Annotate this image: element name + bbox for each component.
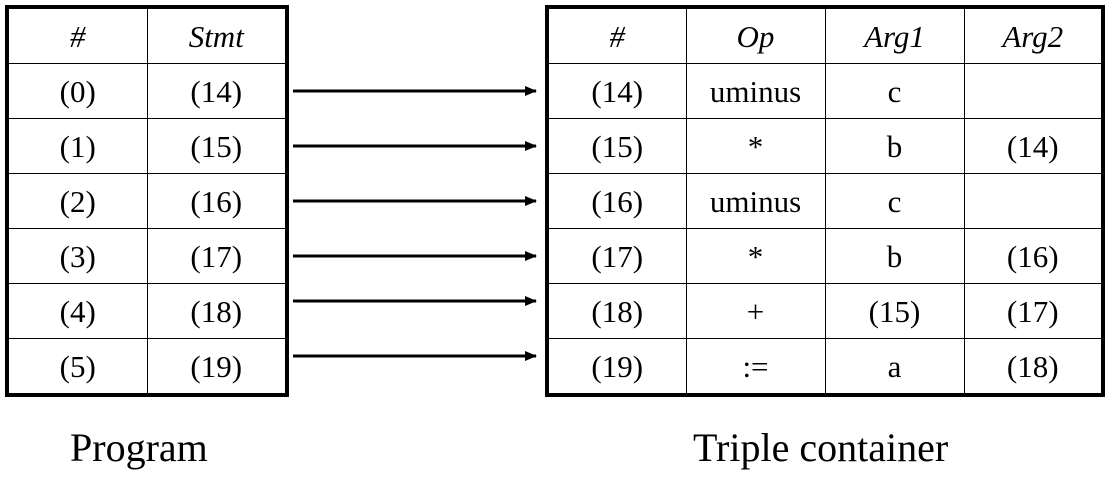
triple-cell-arg2: (16) [963, 228, 1104, 284]
program-cell-stmt: (18) [146, 283, 288, 339]
triple-cell-arg2: (14) [963, 118, 1104, 174]
program-row: (4) (18) [6, 283, 288, 339]
triple-row: (15) * b (14) [546, 118, 1104, 174]
triple-cell-index: (17) [546, 228, 687, 284]
program-cell-stmt: (14) [146, 63, 288, 119]
triple-header-arg2: Arg2 [963, 6, 1104, 64]
triple-header-arg1: Arg1 [824, 6, 965, 64]
triple-row: (17) * b (16) [546, 228, 1104, 284]
program-cell-stmt: (17) [146, 228, 288, 284]
program-header-index: # [6, 6, 148, 64]
triple-cell-arg1: c [824, 63, 965, 119]
program-table: # Stmt (0) (14) (1) (15) (2) (16) (3) (1… [5, 5, 289, 397]
triple-cell-arg2: (17) [963, 283, 1104, 339]
program-cell-index: (4) [6, 283, 148, 339]
triple-cell-op: * [685, 228, 826, 284]
triple-cell-op: * [685, 118, 826, 174]
triple-cell-arg2 [963, 173, 1104, 229]
triple-cell-arg1: b [824, 228, 965, 284]
program-header-row: # Stmt [6, 6, 288, 64]
program-row: (5) (19) [6, 338, 288, 396]
triple-cell-op: + [685, 283, 826, 339]
triple-cell-arg1: b [824, 118, 965, 174]
triple-cell-arg1: a [824, 338, 965, 396]
triple-cell-index: (16) [546, 173, 687, 229]
pointer-arrows [293, 86, 537, 361]
program-cell-index: (2) [6, 173, 148, 229]
triple-table: # Op Arg1 Arg2 (14) uminus c (15) * b (1… [545, 5, 1105, 397]
triple-header-index: # [546, 6, 687, 64]
triple-cell-arg1: c [824, 173, 965, 229]
triple-cell-arg1: (15) [824, 283, 965, 339]
program-cell-index: (5) [6, 338, 148, 396]
triple-header-row: # Op Arg1 Arg2 [546, 6, 1104, 64]
triple-row: (14) uminus c [546, 63, 1104, 119]
triple-header-op: Op [685, 6, 826, 64]
program-cell-index: (0) [6, 63, 148, 119]
triple-cell-index: (18) [546, 283, 687, 339]
triple-cell-op: := [685, 338, 826, 396]
program-row: (2) (16) [6, 173, 288, 229]
program-cell-index: (3) [6, 228, 148, 284]
program-row: (0) (14) [6, 63, 288, 119]
triple-cell-arg2: (18) [963, 338, 1104, 396]
triple-cell-arg2 [963, 63, 1104, 119]
program-cell-stmt: (19) [146, 338, 288, 396]
program-cell-stmt: (16) [146, 173, 288, 229]
triple-cell-index: (19) [546, 338, 687, 396]
triple-cell-index: (14) [546, 63, 687, 119]
program-row: (3) (17) [6, 228, 288, 284]
program-caption: Program [70, 425, 208, 470]
triple-row: (19) := a (18) [546, 338, 1104, 396]
triple-container-caption: Triple container [693, 425, 949, 470]
program-cell-stmt: (15) [146, 118, 288, 174]
triple-row: (18) + (15) (17) [546, 283, 1104, 339]
triple-row: (16) uminus c [546, 173, 1104, 229]
program-header-stmt: Stmt [146, 6, 288, 64]
triple-cell-op: uminus [685, 63, 826, 119]
triple-cell-op: uminus [685, 173, 826, 229]
triple-cell-index: (15) [546, 118, 687, 174]
program-row: (1) (15) [6, 118, 288, 174]
program-cell-index: (1) [6, 118, 148, 174]
